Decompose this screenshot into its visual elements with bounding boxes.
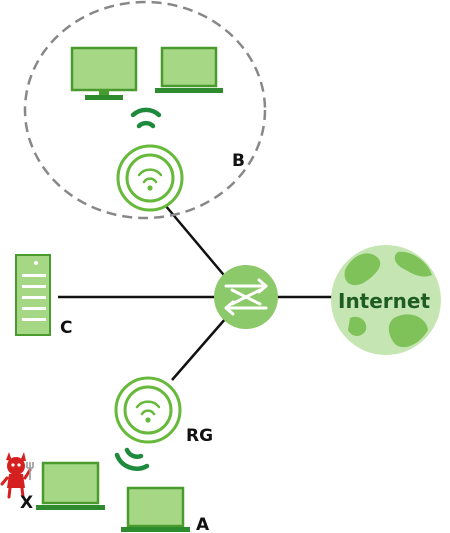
server-icon <box>15 254 51 336</box>
label-rg: RG <box>186 426 213 446</box>
connection-lines <box>58 204 333 381</box>
link-ap-b-switch <box>164 204 229 281</box>
label-a: A <box>196 515 210 533</box>
wifi-signal-icon <box>114 447 150 471</box>
laptop-icon <box>121 486 190 532</box>
wireless-access-point-icon <box>114 376 182 444</box>
devil-hacker-icon <box>0 452 34 499</box>
wireless-access-point-icon <box>116 144 184 212</box>
network-switch-icon <box>214 265 278 329</box>
globe-icon <box>331 245 441 355</box>
label-c: C <box>60 318 72 338</box>
wireless-zone-b <box>23 0 267 220</box>
label-b: B <box>232 151 245 171</box>
laptop-icon <box>36 461 105 510</box>
label-x: X <box>20 493 33 513</box>
link-switch-ap-rg <box>171 317 227 381</box>
internet-label: Internet <box>338 289 430 313</box>
desktop-monitor-icon <box>70 46 138 100</box>
wifi-signal-icon <box>130 107 162 129</box>
laptop-icon <box>155 46 223 93</box>
